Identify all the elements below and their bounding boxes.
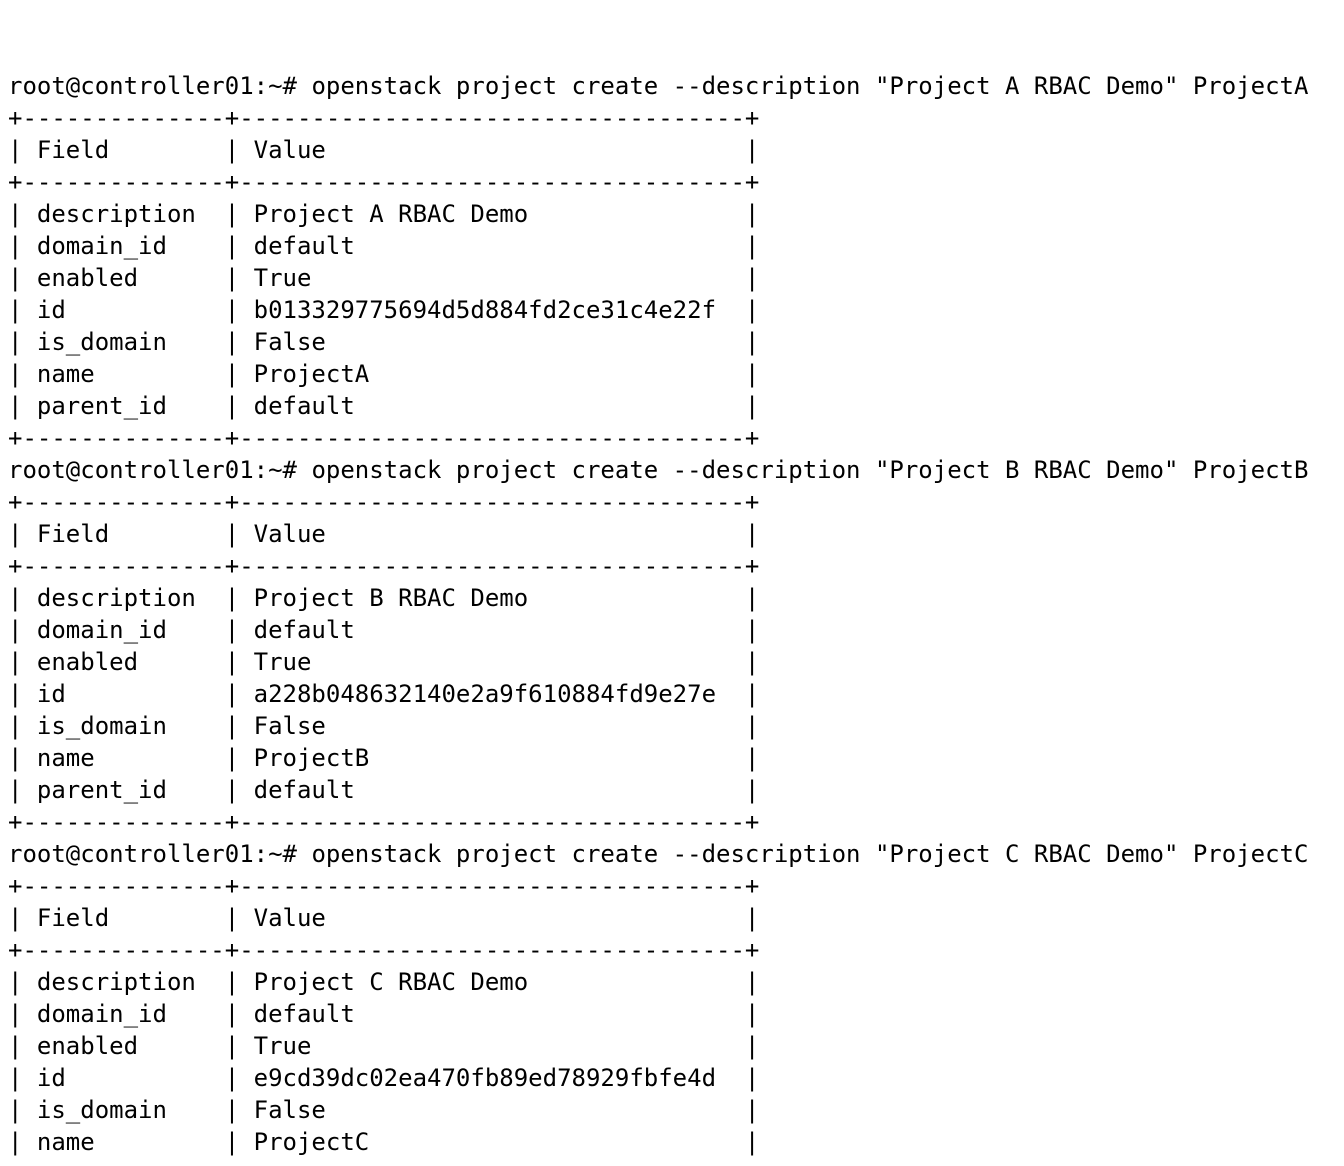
table-border: +--------------+------------------------… — [8, 488, 760, 516]
shell-prompt: root@controller01:~# — [8, 840, 312, 868]
table-header-row: | Field | Value | — [8, 520, 760, 548]
table-row: | is_domain | False | — [8, 328, 760, 356]
terminal-window[interactable]: root@controller01:~# openstack project c… — [8, 6, 1338, 1160]
table-row: | name | ProjectB | — [8, 744, 760, 772]
table-border: +--------------+------------------------… — [8, 872, 760, 900]
command-line: root@controller01:~# openstack project c… — [8, 838, 1338, 870]
table-row: | id | a228b048632140e2a9f610884fd9e27e … — [8, 680, 760, 708]
command-text: openstack project create --description "… — [311, 840, 1309, 868]
command-text: openstack project create --description "… — [311, 72, 1309, 100]
table-row: | enabled | True | — [8, 648, 760, 676]
table-border: +--------------+------------------------… — [8, 808, 760, 836]
table-row: | parent_id | default | — [8, 1158, 1338, 1160]
table-row: | domain_id | default | — [8, 616, 760, 644]
table-row: | id | e9cd39dc02ea470fb89ed78929fbfe4d … — [8, 1064, 760, 1092]
table-border: +--------------+------------------------… — [8, 424, 760, 452]
table-border: +--------------+------------------------… — [8, 168, 760, 196]
table-row: | enabled | True | — [8, 1032, 760, 1060]
table-border: +--------------+------------------------… — [8, 936, 760, 964]
command-line: root@controller01:~# openstack project c… — [8, 70, 1338, 102]
table-row: | enabled | True | — [8, 264, 760, 292]
table-border: +--------------+------------------------… — [8, 104, 760, 132]
table-row: | domain_id | default | — [8, 232, 760, 260]
table-row: | description | Project C RBAC Demo | — [8, 968, 760, 996]
shell-prompt: root@controller01:~# — [8, 456, 312, 484]
table-row: | parent_id | default | — [8, 392, 760, 420]
command-line: root@controller01:~# openstack project c… — [8, 454, 1338, 486]
table-row: | name | ProjectA | — [8, 360, 760, 388]
shell-prompt: root@controller01:~# — [8, 72, 312, 100]
table-row: | parent_id | default | — [8, 776, 760, 804]
table-row: | name | ProjectC | — [8, 1128, 760, 1156]
table-header-row: | Field | Value | — [8, 136, 760, 164]
table-border: +--------------+------------------------… — [8, 552, 760, 580]
table-row: | domain_id | default | — [8, 1000, 760, 1028]
table-row: | description | Project B RBAC Demo | — [8, 584, 760, 612]
table-row: | id | b013329775694d5d884fd2ce31c4e22f … — [8, 296, 760, 324]
command-text: openstack project create --description "… — [311, 456, 1309, 484]
table-row: | is_domain | False | — [8, 712, 760, 740]
table-header-row: | Field | Value | — [8, 904, 760, 932]
table-row: | is_domain | False | — [8, 1096, 760, 1124]
table-row: | description | Project A RBAC Demo | — [8, 200, 760, 228]
terminal-output: root@controller01:~# openstack project c… — [8, 70, 1338, 1160]
